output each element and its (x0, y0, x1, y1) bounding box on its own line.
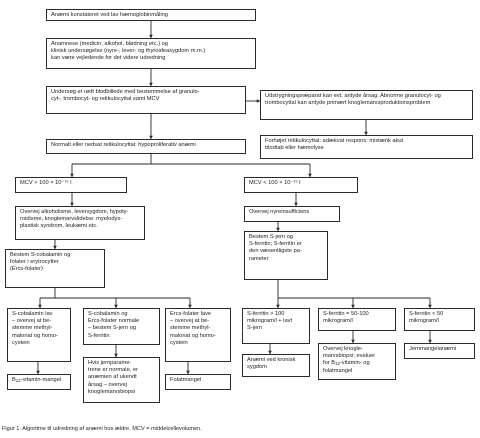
cobalamin-box: Bestem S-cobalamin og folater i erytrocy… (5, 249, 105, 288)
split-mcv (72, 154, 310, 165)
biopsy-text-subscript: 12 (335, 361, 340, 367)
hypoproliferative-box: Normalt eller nedsat retikulocyttal: hyp… (46, 139, 246, 154)
b12-deficiency-suffix: -vitamin-mangel (20, 377, 62, 383)
cobalamin-low-box: S-cobalamin lav – overvej at be- stemme … (7, 308, 71, 362)
b12-deficiency-prefix: B (12, 377, 16, 383)
split-iron (277, 280, 430, 299)
iron-box: Bestem S-jern og S-ferritin; S-ferritin … (244, 231, 328, 280)
ferritin-mid-box: S-ferritin = 50-100 mikrogram/l (318, 308, 396, 331)
mcv-high-box: MCV > 100 × 10⁻¹⁵ l (15, 177, 127, 193)
folate-low-box: Ercs-folater lave – overvej at be- stemm… (165, 308, 231, 362)
folate-deficiency-box: Folatmangel (165, 374, 231, 390)
anamnesis-box: Anamnese (medicin, alkohol, blødning etc… (46, 38, 256, 69)
biopsy-text-suffix: -vitamin- og folatmangel (323, 360, 370, 374)
bone-marrow-biopsy-box: Overvej knogle- marvsbiopsi; evaluer for… (318, 343, 396, 380)
biopsy-text-prefix: Overvej knogle- marvsbiopsi; evaluer for… (323, 346, 376, 367)
cobalamin-normal-box: S-cobalamin og Ercs-folater normale – be… (83, 308, 160, 345)
ferritin-low-box: S-ferritin < 50 mikrogram/l (404, 308, 475, 331)
b12-deficiency-box: B12-vitamin-mangel (7, 374, 71, 390)
chronic-disease-anemia-box: Anæmi ved kronisk sygdom (242, 354, 310, 377)
figure-caption: Figur 1. Algoritme til udredning af anæm… (2, 426, 202, 432)
mcv-low-box: MCV < 100 × 10⁻¹⁵ l (244, 177, 358, 193)
increased-reticulocytes-box: Forhøjet retikulocyttal: adækvat respons… (260, 135, 473, 159)
b12-deficiency-subscript: 12 (15, 378, 21, 383)
ferritin-high-box: S-ferritin > 100 mikrogram/l + lavt S-je… (242, 308, 310, 344)
smear-box: Udstrygningspræparat kan evt. antyde års… (260, 90, 473, 120)
iron-deficiency-anemia-box: Jernmangelanæmi (404, 343, 475, 359)
split-cobalamin (40, 288, 190, 299)
blood-tests-box: Undersøg et rødt blodbillede med bestemm… (46, 86, 246, 114)
alcohol-box: Overvej alkoholisme, leversygdom, hypoty… (15, 206, 145, 240)
kidney-box: Overvej nyreinsufficiens (244, 206, 340, 222)
start-box: Anæmi konstateret ved lav hæmoglobinmåli… (46, 9, 256, 21)
iron-parameters-box: Hvis jernparame- trene er normale, er an… (83, 357, 160, 403)
